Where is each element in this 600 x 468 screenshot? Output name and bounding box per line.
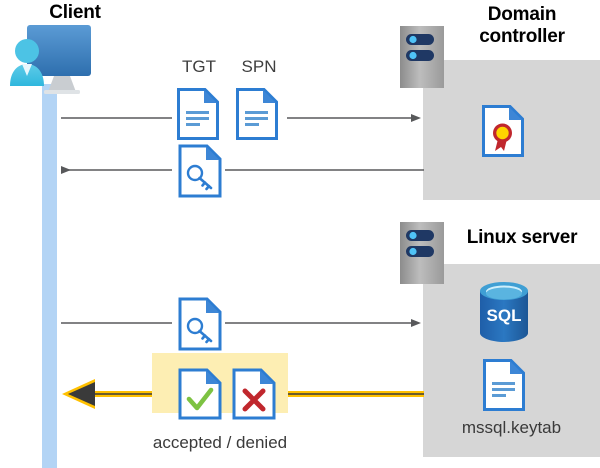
server-rack-icon-linux	[400, 222, 444, 284]
cross-document-icon-denied	[232, 368, 276, 420]
keytab-filename: mssql.keytab	[461, 418, 562, 437]
accepted-denied-caption: accepted / denied	[152, 433, 288, 452]
certificate-document-icon	[482, 105, 524, 157]
client-lifeline	[42, 84, 57, 468]
user-workstation-icon	[6, 24, 110, 96]
sql-database-icon: SQL	[476, 281, 532, 343]
document-icon-tgt	[177, 88, 219, 140]
tgt-label: TGT	[182, 57, 216, 76]
keytab-document-icon	[483, 359, 525, 411]
spn-label: SPN	[241, 57, 277, 76]
key-document-icon-present	[178, 297, 222, 351]
server-rack-icon-dc	[400, 26, 444, 88]
client-title: Client	[49, 2, 101, 23]
linux-server-title: Linux server	[466, 227, 578, 248]
document-icon-spn	[236, 88, 278, 140]
check-document-icon-accepted	[178, 368, 222, 420]
domain-controller-title-line1: Domain	[487, 4, 557, 25]
svg-text:SQL: SQL	[487, 306, 522, 325]
domain-controller-title-line2: controller	[479, 26, 565, 47]
key-document-icon-ticket	[178, 144, 222, 198]
